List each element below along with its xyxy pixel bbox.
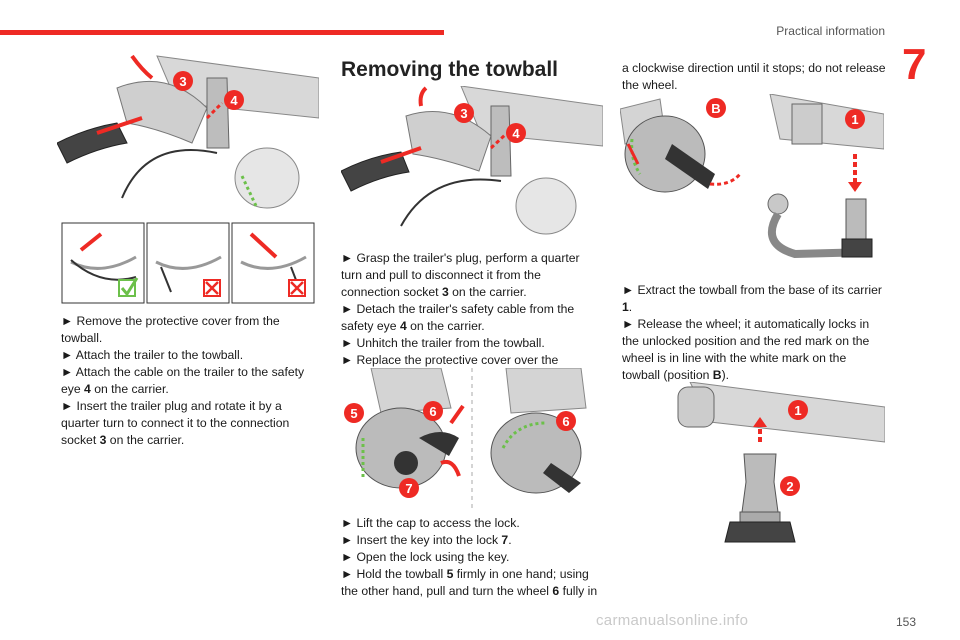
header-accent-bar [0,30,444,35]
callout-badge-2 [780,476,800,496]
cross-icon [203,279,221,297]
step-text: ► Open the lock using the key. [341,550,510,564]
illustration-carrier-base: 1 2 [650,382,885,557]
callout-label: B [711,101,720,116]
callout-badge-3 [173,71,193,91]
callout-label: 3 [460,106,467,121]
callout-badge-3 [454,103,474,123]
step-text: ► Attach the cable on the trailer to the… [61,365,305,396]
callout-badge-b [706,98,726,118]
illustration-plug-connection: 3 4 [57,48,319,218]
illustration-towball-extract: B 1 [620,94,884,274]
illustration-cable-options [61,222,315,304]
chapter-number: 7 [902,40,927,89]
callout-badge-6 [556,411,576,431]
callout-badge-7 [399,478,419,498]
step-text: ► Unhitch the trailer from the towball. [341,336,545,350]
section-title: Practical information [776,24,885,38]
callout-badge-4 [506,123,526,143]
cross-icon [288,279,306,297]
callout-label: 2 [786,479,793,494]
step-text: ► Release the wheel; it automatically lo… [622,317,870,382]
callout-label: 5 [350,406,357,421]
step-text: ► Insert the key into the lock 7. [341,533,512,547]
callout-badge-1 [845,109,865,129]
column-2-steps-a: ► Grasp the trailer's plug, perform a qu… [341,250,603,386]
step-text: ► Remove the protective cover from the t… [61,314,280,345]
step-text: ► Grasp the trailer's plug, perform a qu… [341,251,580,299]
illustration-lock-cap: 5 6 7 6 [341,368,603,508]
watermark: carmanualsonline.info [596,612,749,629]
callout-label: 7 [405,481,412,496]
step-text: ► Attach the trailer to the towball. [61,348,244,362]
column-3-steps: ► Extract the towball from the base of i… [622,282,886,384]
callout-label: 6 [429,404,436,419]
callout-badge-6 [423,401,443,421]
callout-label: 1 [851,112,858,127]
callout-badge-4 [224,90,244,110]
step-text: ► Extract the towball from the base of i… [622,283,882,314]
callout-label: 3 [179,74,186,89]
column-1-steps: ► Remove the protective cover from the t… [61,313,317,449]
callout-label: 4 [512,126,520,141]
callout-label: 1 [794,403,801,418]
step-text: ► Detach the trailer's safety cable from… [341,302,575,333]
step-text: ► Insert the trailer plug and rotate it … [61,399,290,447]
column-3-intro: a clockwise direction until it stops; do… [622,60,886,94]
section-heading: Removing the towball [341,58,559,81]
page-number: 153 [895,615,916,629]
column-2-steps-b: ► Lift the cap to access the lock. ► Ins… [341,515,603,600]
callout-badge-1 [788,400,808,420]
step-text: a clockwise direction until it stops; do… [622,61,886,92]
callout-label: 6 [562,414,569,429]
illustration-plug-disconnect: 3 4 [341,86,603,236]
callout-label: 4 [230,93,238,108]
step-text: ► Lift the cap to access the lock. [341,516,520,530]
step-text: ► Hold the towball 5 firmly in one hand;… [341,567,598,598]
callout-badge-5 [344,403,364,423]
